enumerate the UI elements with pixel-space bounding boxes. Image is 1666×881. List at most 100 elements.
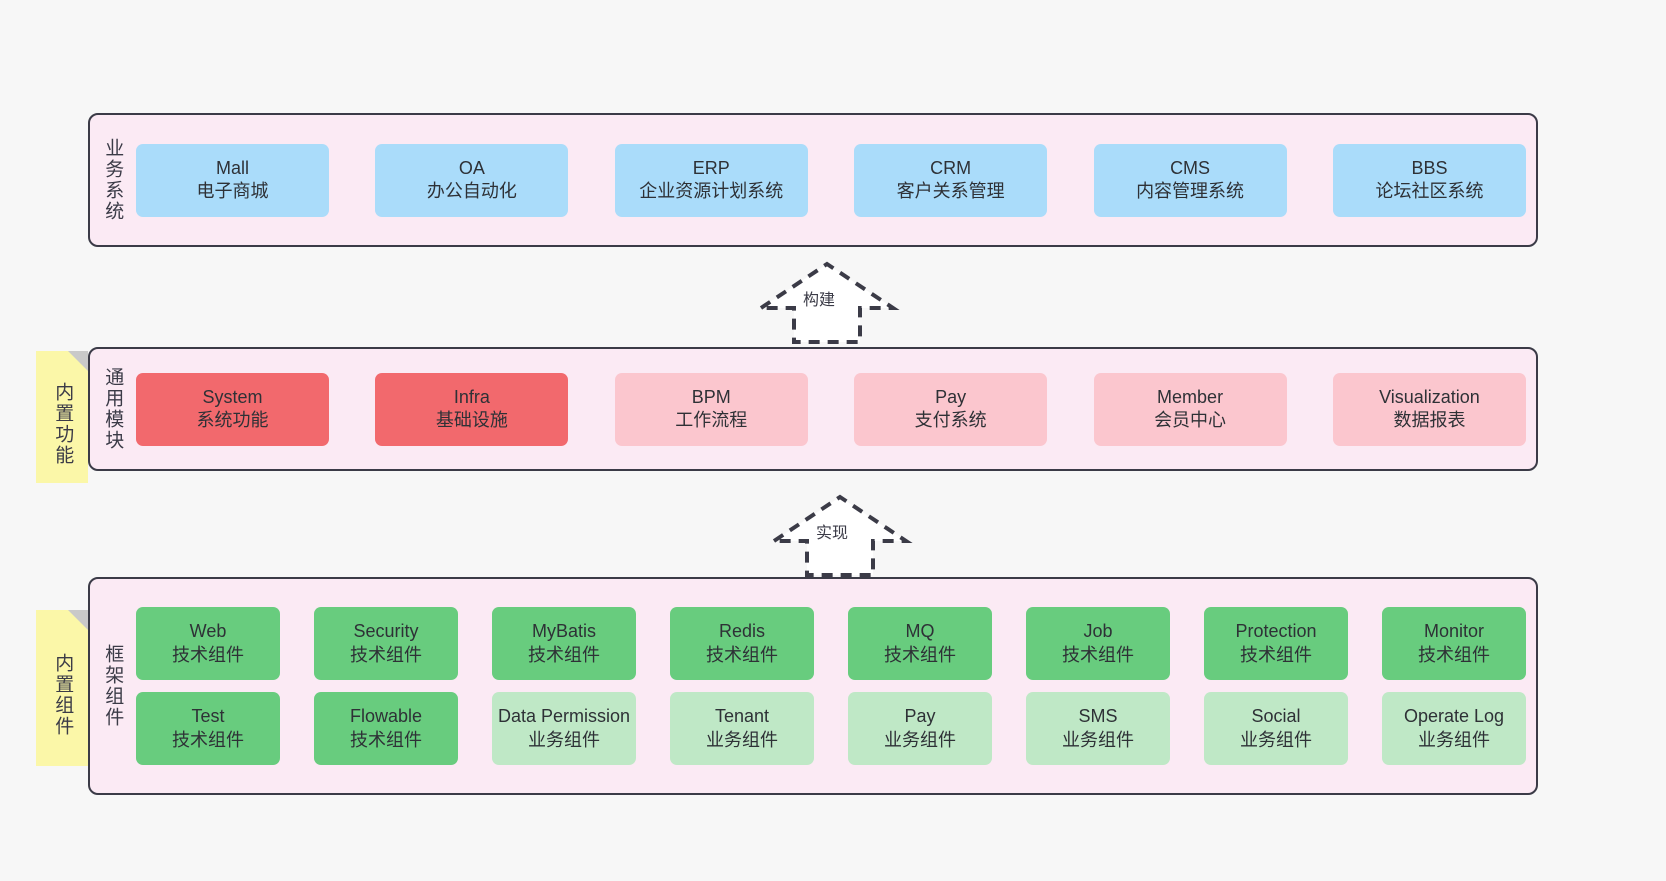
node-subtitle: 技术组件: [1418, 644, 1490, 665]
note-builtin-component-label: 内置组件: [52, 653, 74, 737]
node-title: BBS: [1411, 157, 1448, 178]
node-subtitle: 技术组件: [172, 644, 244, 665]
node-visualization[interactable]: Visualization 数据报表: [1332, 372, 1526, 446]
node-subtitle: 技术组件: [172, 729, 244, 750]
note-fold-corner-icon: [68, 351, 88, 371]
node-subtitle: 数据报表: [1393, 410, 1466, 430]
node-subtitle: 支付系统: [914, 410, 987, 430]
node-title: Social: [1251, 706, 1301, 727]
node-system[interactable]: System 系统功能: [136, 372, 329, 446]
node-subtitle: 技术组件: [350, 644, 422, 665]
node-title: Visualization: [1379, 386, 1480, 407]
note-fold-corner-icon: [68, 610, 88, 630]
node-title: Job: [1083, 621, 1113, 642]
layer-title-common: 通用模块: [102, 367, 124, 451]
node-crm[interactable]: CRM 客户关系管理: [854, 143, 1048, 217]
node-title: Infra: [453, 386, 490, 407]
note-builtin-function: 内置功能: [36, 351, 88, 483]
node-subtitle: 技术组件: [1062, 644, 1134, 665]
node-title: OA: [458, 157, 485, 178]
node-subtitle: 业务组件: [1418, 729, 1490, 750]
node-title: System: [202, 386, 263, 407]
node-title: ERP: [692, 157, 730, 178]
node-title: Flowable: [349, 706, 423, 727]
note-builtin-component: 内置组件: [36, 610, 88, 766]
arrow-implement: 实现: [767, 491, 915, 577]
note-builtin-function-label: 内置功能: [52, 382, 74, 466]
arrow-implement-glyph: [767, 494, 913, 577]
node-title: Web: [189, 621, 227, 642]
node-subtitle: 系统功能: [196, 410, 269, 430]
node-cms[interactable]: CMS 内容管理系统: [1093, 143, 1287, 217]
arrow-build: 构建: [754, 258, 902, 344]
node-title: Mall: [215, 157, 249, 178]
node-subtitle: 工作流程: [675, 410, 748, 430]
node-erp[interactable]: ERP 企业资源计划系统: [614, 143, 808, 217]
arrow-build-label: 构建: [803, 292, 836, 309]
node-title: Test: [191, 706, 225, 727]
node-title: MyBatis: [531, 621, 596, 642]
node-subtitle: 业务组件: [528, 729, 600, 750]
node-subtitle: 基础设施: [435, 410, 508, 430]
node-subtitle: 内容管理系统: [1136, 181, 1245, 201]
node-title: Operate Log: [1403, 706, 1505, 727]
node-subtitle: 技术组件: [350, 729, 422, 750]
node-subtitle: 技术组件: [884, 644, 956, 665]
node-title: Tenant: [714, 706, 770, 727]
node-subtitle: 业务组件: [884, 729, 956, 750]
node-subtitle: 业务组件: [1240, 729, 1312, 750]
node-title: Protection: [1235, 621, 1317, 642]
node-bpm[interactable]: BPM 工作流程: [614, 372, 808, 446]
layer-title-framework: 框架组件: [102, 644, 124, 728]
node-title: Monitor: [1423, 621, 1485, 642]
node-subtitle: 客户关系管理: [896, 181, 1005, 201]
node-title: Member: [1157, 386, 1224, 407]
node-subtitle: 业务组件: [706, 729, 778, 750]
node-title: MQ: [905, 621, 935, 642]
node-bbs[interactable]: BBS 论坛社区系统: [1332, 143, 1526, 217]
arrow-build-glyph: [754, 261, 900, 344]
node-subtitle: 论坛社区系统: [1375, 181, 1484, 201]
node-title: Security: [353, 621, 419, 642]
node-title: Redis: [718, 621, 766, 642]
node-infra[interactable]: Infra 基础设施: [375, 372, 569, 446]
node-title: Pay: [904, 706, 936, 727]
node-title: BPM: [691, 386, 731, 407]
layer-title-business: 业务系统: [102, 138, 124, 222]
node-title: SMS: [1078, 706, 1118, 727]
node-subtitle: 企业资源计划系统: [639, 181, 784, 201]
node-subtitle: 技术组件: [528, 644, 600, 665]
node-title: CMS: [1170, 157, 1211, 178]
node-title: CRM: [930, 157, 972, 178]
